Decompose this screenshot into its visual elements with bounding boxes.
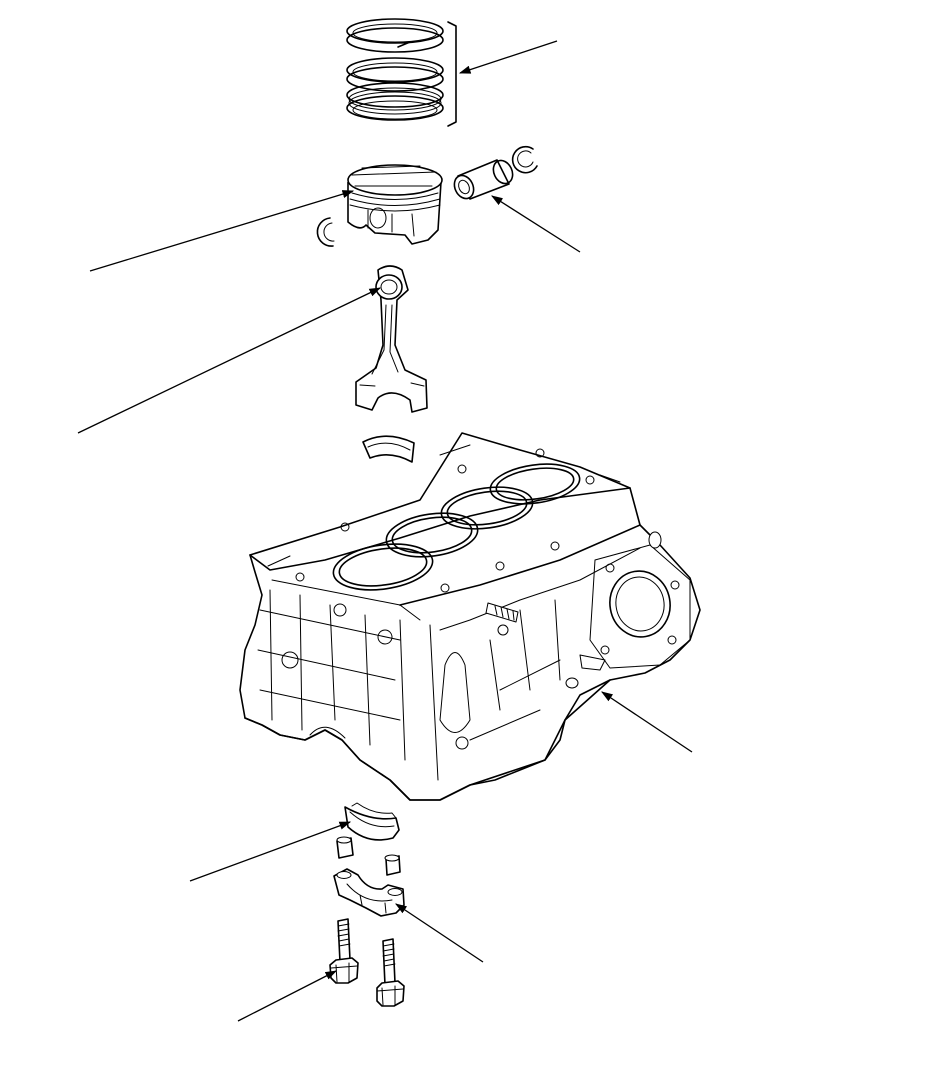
callout-leaders xyxy=(77,40,693,1022)
piston-rings xyxy=(346,18,457,127)
bearing-cap-bolt-right xyxy=(376,938,405,1007)
dowel-pin-right xyxy=(384,854,401,876)
leader-piston xyxy=(89,190,355,272)
piston-pin-clip-left xyxy=(316,217,335,247)
piston-pin xyxy=(453,159,514,200)
leader-piston-rings xyxy=(458,40,558,74)
leader-main-bearing xyxy=(189,821,352,882)
leader-piston-pin xyxy=(491,195,581,253)
bearing-cap-bolt-left xyxy=(329,918,359,984)
leader-bearing-cap xyxy=(395,903,484,963)
leader-cylinder-block xyxy=(601,691,693,753)
crankshaft-main-bearing xyxy=(344,802,400,841)
piston-pin-clip-right xyxy=(511,145,538,174)
dowel-pin-left xyxy=(336,836,354,859)
connecting-rod xyxy=(355,265,428,413)
cylinder-block xyxy=(239,432,701,801)
leader-connecting-rod xyxy=(77,287,382,434)
connecting-rod-bearing xyxy=(362,435,415,463)
piston xyxy=(347,164,443,245)
bearing-cap xyxy=(333,868,405,917)
leader-bearing-cap-bolt xyxy=(237,970,338,1022)
